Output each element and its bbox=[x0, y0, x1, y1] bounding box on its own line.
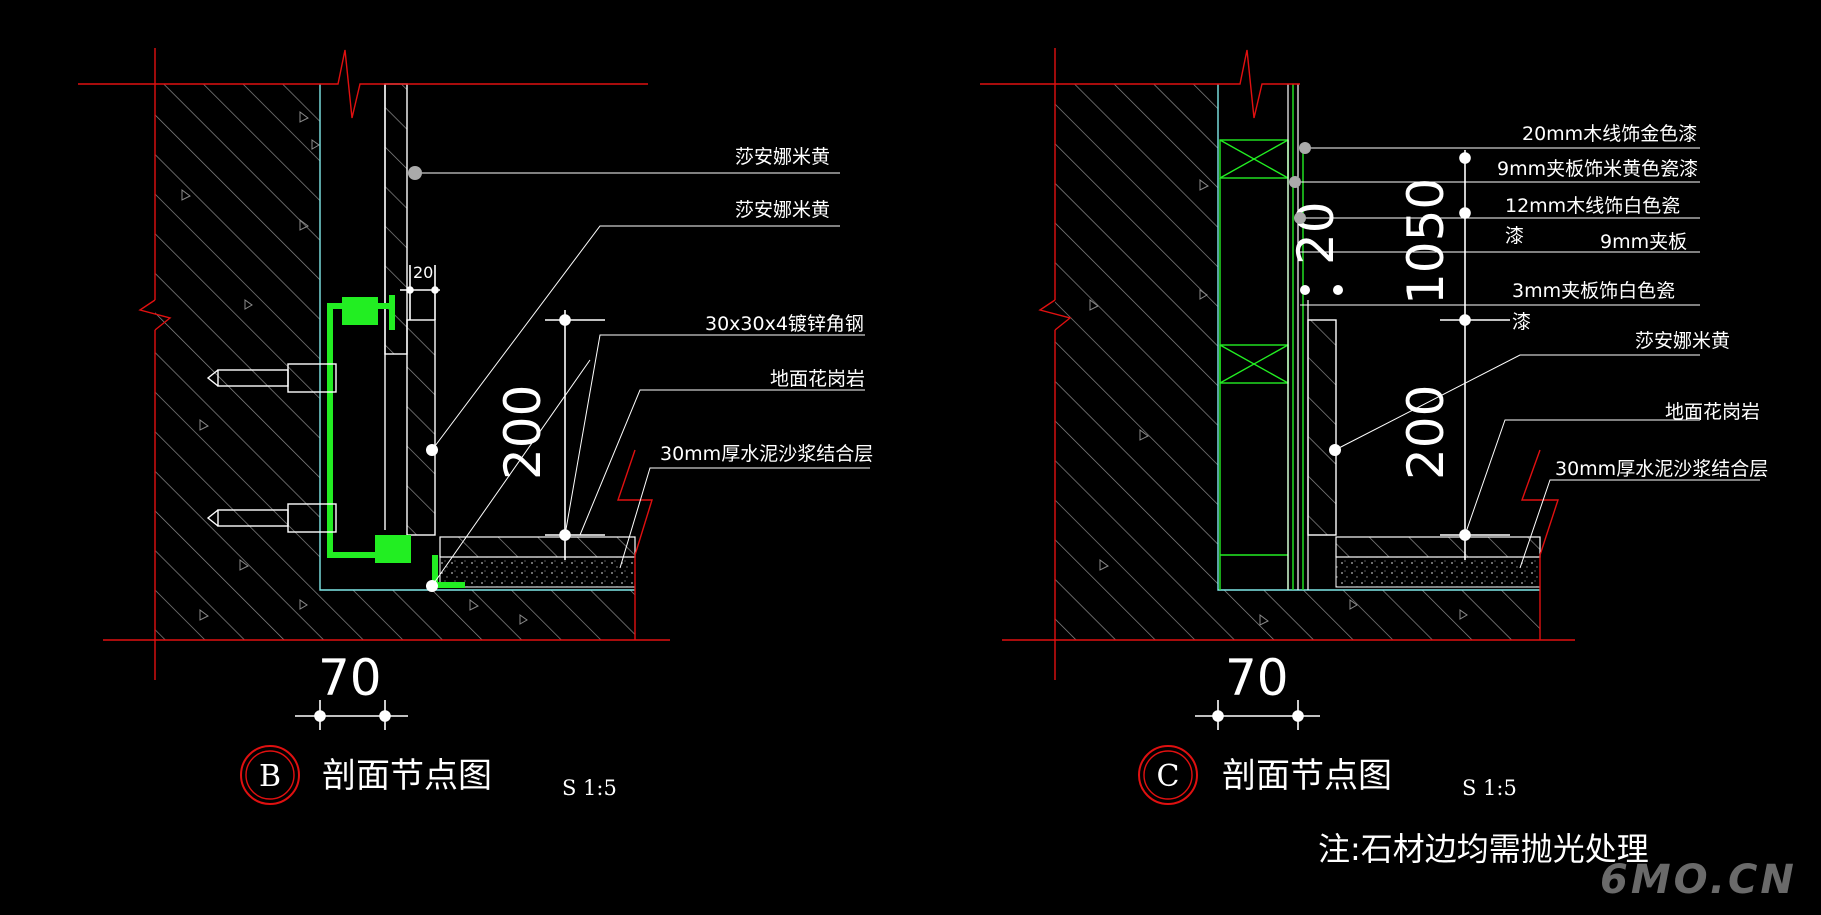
label-b-3: 地面花岗岩 bbox=[770, 368, 865, 390]
anchor-bolts-b bbox=[206, 363, 337, 533]
label-b-2: 30x30x4镀锌角钢 bbox=[705, 313, 864, 335]
cavity-outline-c bbox=[1217, 84, 1540, 591]
marker-c bbox=[1138, 745, 1198, 805]
marker-b bbox=[240, 745, 300, 805]
label-b-0: 莎安娜米黄 bbox=[735, 146, 830, 168]
label-c-4: 9mm夹板 bbox=[1600, 231, 1687, 253]
dim-height-c-text: 200 bbox=[1397, 385, 1455, 480]
steel-angle-b bbox=[327, 295, 465, 588]
panel-layers-c bbox=[1287, 84, 1309, 590]
floor-granite-c bbox=[1335, 536, 1541, 558]
leaders-b bbox=[415, 172, 870, 587]
leader-dots-c bbox=[1289, 142, 1343, 456]
aggregate-marks-b bbox=[181, 111, 528, 625]
dim-height-b bbox=[545, 310, 605, 560]
section-drawing-c: 70 200 1050 20 bbox=[980, 48, 1768, 805]
dim-gap-b-text: 20 bbox=[413, 263, 433, 282]
scale-c: S 1:5 bbox=[1462, 776, 1517, 800]
aggregate-marks-c bbox=[1089, 179, 1468, 626]
dim-height-top-c-text: 1050 bbox=[1397, 178, 1455, 305]
wood-battens-c bbox=[1219, 139, 1289, 590]
label-b-4: 30mm厚水泥沙浆结合层 bbox=[660, 443, 873, 465]
wall-concrete-b bbox=[155, 84, 635, 640]
dim-width-c bbox=[1195, 700, 1320, 730]
label-c-6: 漆 bbox=[1512, 311, 1531, 333]
label-c-5: 3mm夹板饰白色瓷 bbox=[1512, 280, 1675, 302]
dim-height-b-text: 200 bbox=[494, 385, 552, 480]
dim-width-c-text: 70 bbox=[1225, 649, 1289, 707]
label-c-2: 12mm木线饰白色瓷 bbox=[1505, 195, 1680, 217]
label-c-0: 20mm木线饰金色漆 bbox=[1522, 123, 1697, 145]
leaders-c bbox=[1295, 147, 1760, 569]
section-drawing-b: 70 200 20 bbox=[78, 48, 873, 805]
mortar-bed-c bbox=[1335, 556, 1541, 588]
marker-b-letter: B bbox=[259, 759, 281, 794]
marker-c-letter: C bbox=[1157, 759, 1180, 794]
dim-width-b bbox=[295, 700, 408, 730]
cut-lines-b bbox=[78, 48, 670, 680]
leader-dots-b bbox=[408, 166, 438, 592]
label-c-9: 30mm厚水泥沙浆结合层 bbox=[1555, 458, 1768, 480]
stone-panel-b bbox=[384, 83, 408, 355]
cut-lines-c bbox=[980, 48, 1575, 680]
dim-gap-b bbox=[400, 265, 440, 320]
title-c: 剖面节点图 bbox=[1222, 756, 1392, 796]
label-c-3: 漆 bbox=[1505, 225, 1524, 247]
dim-width-b-text: 70 bbox=[318, 649, 382, 707]
label-c-1: 9mm夹板饰米黄色瓷漆 bbox=[1497, 158, 1698, 180]
label-c-7: 莎安娜米黄 bbox=[1635, 330, 1730, 352]
label-b-1: 莎安娜米黄 bbox=[735, 199, 830, 221]
site-watermark: 6MO.CN bbox=[1600, 857, 1797, 903]
scale-b: S 1:5 bbox=[562, 776, 617, 800]
cavity-outline-b bbox=[319, 84, 635, 591]
moulding-c bbox=[1292, 84, 1304, 590]
title-b: 剖面节点图 bbox=[322, 756, 492, 796]
floor-granite-b bbox=[439, 536, 636, 558]
wall-concrete-c bbox=[1055, 84, 1540, 640]
mortar-bed-b bbox=[439, 556, 636, 588]
polish-note: 注:石材边均需抛光处理 bbox=[1318, 830, 1649, 868]
stone-skirting-b bbox=[406, 319, 436, 536]
label-c-8: 地面花岗岩 bbox=[1665, 401, 1760, 423]
dim-small-c-text: 20 bbox=[1287, 201, 1345, 265]
stone-skirting-c bbox=[1307, 319, 1337, 536]
